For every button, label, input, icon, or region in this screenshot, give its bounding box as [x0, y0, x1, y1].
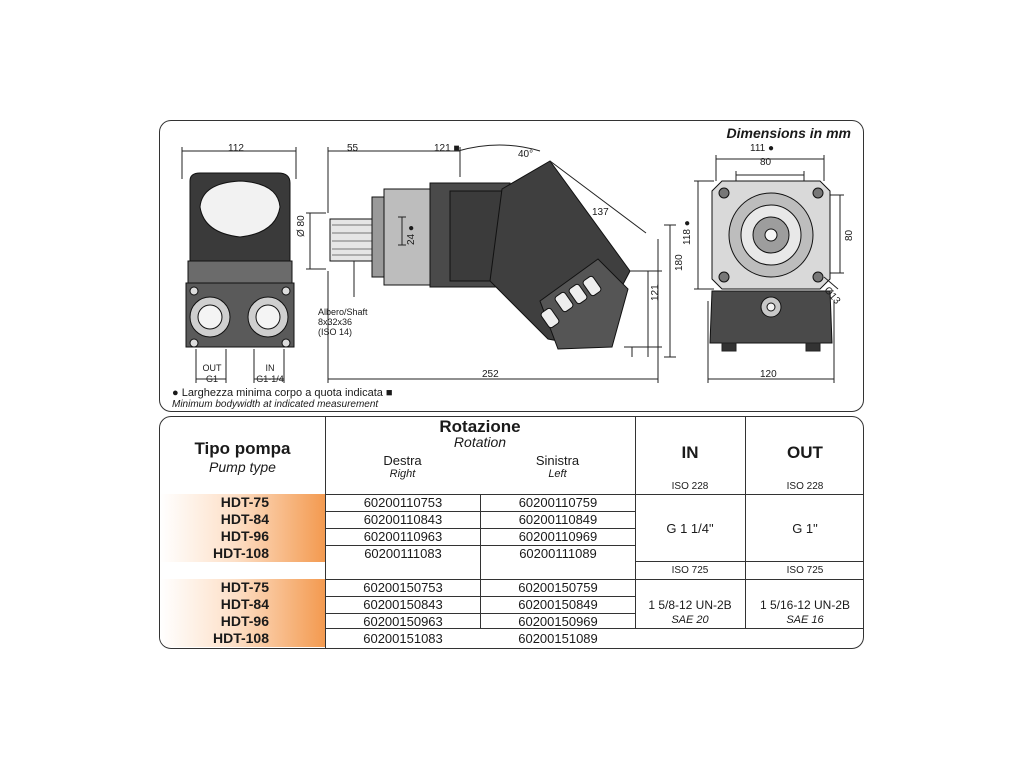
dimensions-title: Dimensions in mm — [726, 125, 851, 141]
model-cell: HDT-84 — [160, 511, 325, 528]
right-rotation-header: Destra Right — [325, 453, 480, 480]
model-cell: HDT-108 — [160, 545, 325, 562]
model-cell: HDT-108 — [160, 630, 325, 647]
rotation-header: Rotazione Rotation — [325, 417, 635, 450]
pump-type-subtitle: Pump type — [209, 459, 276, 475]
pump-table: Tipo pompa Pump type Rotazione Rotation … — [159, 416, 864, 649]
model-cell: HDT-75 — [160, 494, 325, 511]
code-left: 60200150759 — [518, 580, 598, 595]
code-left: 60200110969 — [518, 529, 598, 544]
left-label: Sinistra — [535, 453, 580, 468]
in-standard-1: ISO 228 — [671, 481, 709, 492]
port-out-label: OUT G1 — [198, 363, 226, 385]
dim-180: 180 — [674, 254, 685, 271]
legend-line-italic: Minimum bodywidth at indicated measureme… — [172, 399, 379, 410]
grid-line — [160, 494, 863, 495]
dim-111: 111 ● — [750, 143, 775, 154]
code-left: 60200150849 — [518, 597, 598, 612]
code-left: 60200110759 — [518, 495, 598, 510]
dim-121-top: 121 ■ — [434, 143, 460, 154]
pump-type-title: Tipo pompa — [194, 439, 291, 458]
shaft-label: Albero/Shaft 8x32x36 (ISO 14) — [318, 307, 368, 337]
shaft-label-line: 8x32x36 — [318, 317, 353, 327]
model-cell: HDT-75 — [160, 579, 325, 596]
pump-type-header: Tipo pompa Pump type — [160, 439, 325, 475]
legend: ● Larghezza minima corpo a quota indicat… — [172, 387, 393, 411]
dim-diameter-80: Ø 80 — [296, 215, 307, 237]
code-right: 60200111083 — [364, 546, 442, 561]
out-thread-2-sae: SAE 16 — [786, 614, 824, 626]
code-right: 60200150963 — [363, 614, 443, 629]
rear-view — [694, 155, 844, 383]
front-view — [181, 147, 297, 383]
dim-40-degrees: 40° — [518, 149, 534, 160]
dim-80-horizontal: 80 — [760, 157, 772, 168]
out-standard-2: ISO 725 — [786, 565, 824, 576]
grid-line — [480, 494, 481, 628]
out-header: OUT — [787, 443, 823, 462]
code-left: 60200151089 — [518, 631, 598, 646]
code-right: 60200150753 — [363, 580, 443, 595]
code-left: 60200110849 — [518, 512, 598, 527]
grid-line — [635, 417, 636, 628]
side-view — [306, 144, 676, 383]
technical-drawing — [181, 144, 844, 383]
in-standard-2: ISO 725 — [671, 565, 709, 576]
dim-120: 120 — [760, 369, 777, 380]
port-in-title: IN — [265, 363, 275, 373]
dim-55: 55 — [347, 143, 359, 154]
left-rotation-header: Sinistra Left — [480, 453, 635, 480]
model-cell: HDT-96 — [160, 528, 325, 545]
code-right: 60200110843 — [363, 512, 443, 527]
in-header: IN — [681, 443, 699, 462]
legend-line: ● Larghezza minima corpo a quota indicat… — [172, 387, 393, 399]
code-right: 60200110963 — [363, 529, 443, 544]
port-out-size: G1 — [205, 374, 218, 384]
in-thread-1: G 1 1/4" — [666, 521, 714, 536]
code-right: 60200110753 — [363, 495, 443, 510]
dim-121: 121 — [650, 284, 661, 301]
right-label-en: Right — [389, 468, 416, 480]
in-thread-2: 1 5/8-12 UN-2B SAE 20 — [635, 598, 745, 628]
out-standard-1: ISO 228 — [786, 481, 824, 492]
dim-112: 112 — [228, 143, 244, 154]
grid-line — [745, 417, 746, 628]
dimension-drawing-panel: Dimensions in mm 112 55 121 ■ 40° 137 Ø … — [159, 120, 864, 412]
rotation-subtitle: Rotation — [453, 434, 507, 450]
grid-line — [160, 628, 863, 629]
code-right: 60200151083 — [363, 631, 443, 646]
dim-24: 24 ● — [406, 225, 417, 245]
out-thread-2: 1 5/16-12 UN-2B SAE 16 — [745, 598, 863, 628]
port-in-size: G1-1/4 — [256, 374, 284, 384]
port-out-title: OUT — [202, 363, 222, 373]
shaft-label-line: (ISO 14) — [318, 327, 353, 337]
dim-80-vertical: 80 — [844, 229, 855, 241]
model-cell: HDT-84 — [160, 596, 325, 613]
port-in-label: IN G1-1/4 — [252, 363, 288, 385]
dim-252: 252 — [482, 369, 499, 380]
out-thread-1: G 1" — [792, 521, 818, 536]
right-label: Destra — [383, 453, 422, 468]
out-thread-2-value: 1 5/16-12 UN-2B — [759, 598, 851, 612]
left-label-en: Left — [548, 468, 567, 480]
grid-line — [635, 561, 863, 562]
code-right: 60200150843 — [363, 597, 443, 612]
code-left: 60200111089 — [519, 546, 597, 561]
dim-118: 118 ● — [682, 220, 693, 245]
in-thread-2-value: 1 5/8-12 UN-2B — [648, 598, 732, 612]
code-left: 60200150969 — [518, 614, 598, 629]
shaft-label-line: Albero/Shaft — [318, 307, 368, 317]
model-cell: HDT-96 — [160, 613, 325, 630]
grid-line — [325, 579, 863, 580]
rotation-title: Rotazione — [439, 417, 521, 436]
in-thread-2-sae: SAE 20 — [671, 614, 709, 626]
grid-line — [325, 417, 326, 648]
dim-137: 137 — [592, 207, 609, 218]
